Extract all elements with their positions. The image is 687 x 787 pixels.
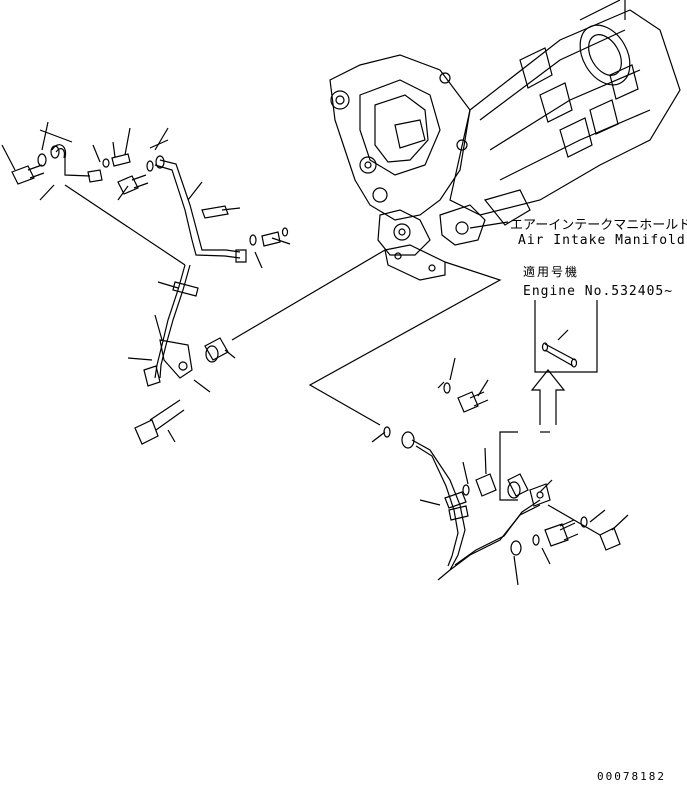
applicable-inset [534, 300, 598, 373]
leader-line-1 [231, 249, 386, 341]
right-callouts [371, 357, 629, 586]
applicable-en: Engine No.532405~ [523, 284, 674, 299]
left-pipe-assembly [11, 129, 289, 445]
spacer-bracket [499, 431, 518, 501]
left-callouts [1, 121, 291, 443]
right-pipe-assembly [383, 382, 621, 571]
arrow-up-icon [530, 369, 566, 425]
leader-line-2 [308, 261, 502, 426]
part-name-jp: エアーインテークマニホールド [510, 218, 687, 233]
part-name-en: Air Intake Manifold [518, 233, 686, 248]
manifold-leader [469, 221, 509, 229]
applicable-jp: 適用号機 [523, 265, 580, 279]
leader-line-3 [64, 184, 186, 266]
air-intake-manifold [329, 0, 681, 281]
drawing-code: 00078182 [597, 770, 666, 783]
